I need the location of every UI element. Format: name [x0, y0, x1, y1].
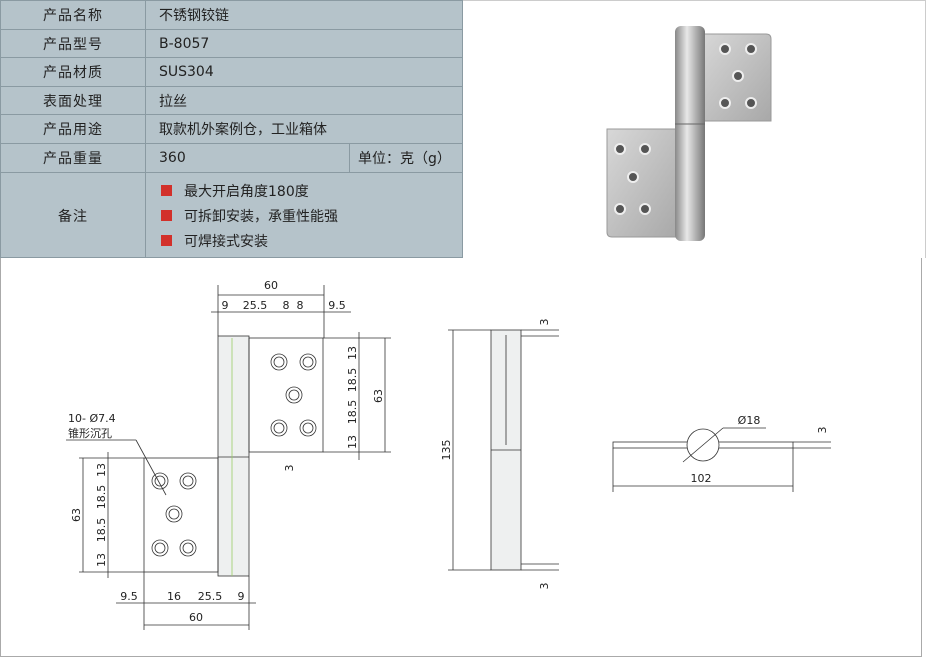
dim-label: 16: [167, 590, 181, 603]
note-text: 可拆卸安装，承重性能强: [184, 208, 338, 225]
spec-row-finish: 表面处理拉丝: [1, 87, 463, 115]
front-view: [66, 285, 391, 630]
dim-label: 13: [95, 553, 108, 567]
bullet-icon: [161, 210, 172, 221]
dim-label: 63: [372, 389, 385, 403]
dim-label: 18.5: [346, 368, 359, 393]
dim-label: 9.5: [120, 590, 138, 603]
dim-label: 13: [346, 435, 359, 449]
dim-label: 3: [538, 319, 551, 326]
dim-label: 102: [691, 472, 712, 485]
spec-row-weight: 产品重量 360 单位：克（g）: [1, 144, 463, 173]
row-label: 表面处理: [1, 87, 146, 114]
dim-label: 3: [538, 583, 551, 590]
row-label: 产品型号: [1, 30, 146, 57]
row-label: 产品材质: [1, 58, 146, 86]
row-value: 不锈钢铰链: [159, 8, 229, 24]
note-text: 最大开启角度180度: [184, 183, 309, 200]
row-value: 取款机外案例仓，工业箱体: [159, 122, 327, 138]
bullet-icon: [161, 235, 172, 246]
hole-note: 10- Ø7.4: [68, 412, 116, 425]
note-item: 可焊接式安装: [161, 228, 338, 253]
bullet-icon: [161, 185, 172, 196]
row-label: 产品名称: [1, 1, 146, 29]
dim-label: 18.5: [346, 400, 359, 425]
side-view: [448, 329, 559, 571]
dim-label: 63: [70, 508, 83, 522]
top-view: [612, 427, 831, 492]
dim-label: 3: [283, 465, 296, 472]
dim-label: Ø18: [738, 414, 761, 427]
row-value: B-8057: [159, 35, 210, 52]
spec-row-material: 产品材质 SUS304: [1, 58, 463, 87]
note-text: 可焊接式安装: [184, 233, 268, 250]
product-photo: [463, 0, 926, 258]
row-label: 备注: [1, 173, 146, 258]
row-label: 产品用途: [1, 115, 146, 143]
row-value: 拉丝: [159, 93, 187, 110]
row-label: 产品重量: [1, 144, 146, 172]
row-value: SUS304: [159, 64, 214, 80]
dim-label: 3: [816, 427, 829, 434]
spec-row-usage: 产品用途取款机外案例仓，工业箱体: [1, 115, 463, 144]
dim-label: 8: [297, 299, 304, 312]
note-item: 可拆卸安装，承重性能强: [161, 203, 338, 228]
note-item: 最大开启角度180度: [161, 178, 338, 203]
dim-top-total: 60: [264, 279, 278, 292]
dim-label: 9: [222, 299, 229, 312]
dim-label: 60: [189, 611, 203, 624]
dim-label: 25.5: [198, 590, 223, 603]
technical-drawing: 60 9 25.5 8 8 9.5 13 18.5 18.5 13 63 3 1…: [0, 258, 922, 657]
dim-label: 9: [238, 590, 245, 603]
spec-row-model: 产品型号 B-8057: [1, 30, 463, 58]
dim-label: 9.5: [328, 299, 346, 312]
dim-label: 18.5: [95, 518, 108, 543]
dim-label: 13: [346, 346, 359, 360]
spec-row-notes: 备注 最大开启角度180度 可拆卸安装，承重性能强 可焊接式安装: [1, 173, 463, 258]
dim-label: 13: [95, 463, 108, 477]
weight-unit: 单位：克（g）: [349, 144, 463, 172]
dim-label: 8: [283, 299, 290, 312]
row-value: 360: [159, 150, 186, 166]
drawing-svg: 60 9 25.5 8 8 9.5 13 18.5 18.5 13 63 3 1…: [66, 279, 831, 630]
dim-label: 25.5: [243, 299, 268, 312]
spec-row-name: 产品名称不锈钢铰链: [1, 1, 463, 30]
hole-note-type: 锥形沉孔: [68, 427, 112, 440]
spec-table: 产品名称不锈钢铰链 产品型号 B-8057 产品材质 SUS304 表面处理拉丝 产…: [0, 0, 463, 258]
dim-label: 135: [440, 440, 453, 461]
hinge-photo-illustration: [606, 26, 772, 241]
dim-label: 18.5: [95, 485, 108, 510]
